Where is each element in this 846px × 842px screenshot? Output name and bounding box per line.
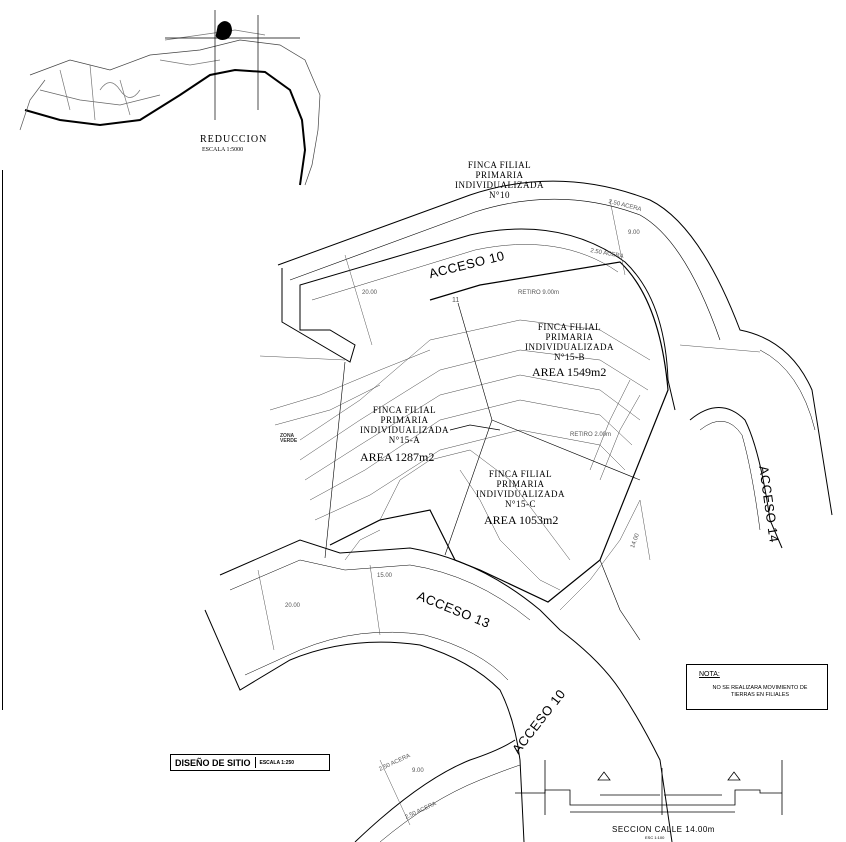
section-scale: ESC 1:100 xyxy=(645,835,665,840)
sheet-border-line xyxy=(2,170,3,710)
sheet-title-scale: ESCALA 1:250 xyxy=(259,759,295,766)
sheet-title-separator xyxy=(254,757,256,768)
dim-left-20-b: 20.00 xyxy=(285,603,301,609)
note-text: NO SE REALIZARA MOVIMIENTO DE TIERRAS EN… xyxy=(712,685,808,698)
sheet-title-block: DISEÑO DE SITIO ESCALA 1:250 xyxy=(170,754,330,771)
parcel-area-15-a: AREA 1287m2 xyxy=(360,450,435,464)
parcel-area-15-c: AREA 1053m2 xyxy=(484,513,559,527)
location-map-title: REDUCCION xyxy=(200,134,268,145)
location-marker xyxy=(215,21,232,40)
dim-left-20: 20.00 xyxy=(362,290,378,296)
parcel-label-15-b: FINCA FILIAL PRIMARIA INDIVIDUALIZADA N°… xyxy=(525,322,614,362)
dim-width-bottom: 9.00 xyxy=(412,768,424,774)
finca-header-n10: FINCA FILIAL PRIMARIA INDIVIDUALIZADA N°… xyxy=(455,160,544,200)
dim-retiro-top: RETIRO 9.00m xyxy=(518,290,560,296)
dim-mid-15: 15.00 xyxy=(377,573,393,579)
parcel-label-15-c: FINCA FILIAL PRIMARIA INDIVIDUALIZADA N°… xyxy=(476,469,565,509)
parcel-boundary xyxy=(329,261,669,603)
location-map xyxy=(19,10,321,186)
sheet-title: DISEÑO DE SITIO xyxy=(175,757,251,768)
side-label-zona-verde: ZONA VERDE xyxy=(280,433,298,444)
note-title: NOTA: xyxy=(699,671,720,678)
dim-label-11: 11 xyxy=(452,297,460,304)
location-map-scale: ESCALA 1:5000 xyxy=(202,147,244,153)
street-section xyxy=(515,760,783,815)
parcel-area-15-b: AREA 1549m2 xyxy=(532,365,607,379)
dim-width-top: 9.00 xyxy=(628,230,640,236)
note-box: NOTA: NO SE REALIZARA MOVIMIENTO DE TIER… xyxy=(686,664,828,710)
dim-retiro-mid: RETIRO 2.00m xyxy=(570,432,612,438)
section-title: SECCION CALLE 14.00m xyxy=(612,825,715,834)
parcel-label-15-a: FINCA FILIAL PRIMARIA INDIVIDUALIZADA N°… xyxy=(360,405,449,445)
